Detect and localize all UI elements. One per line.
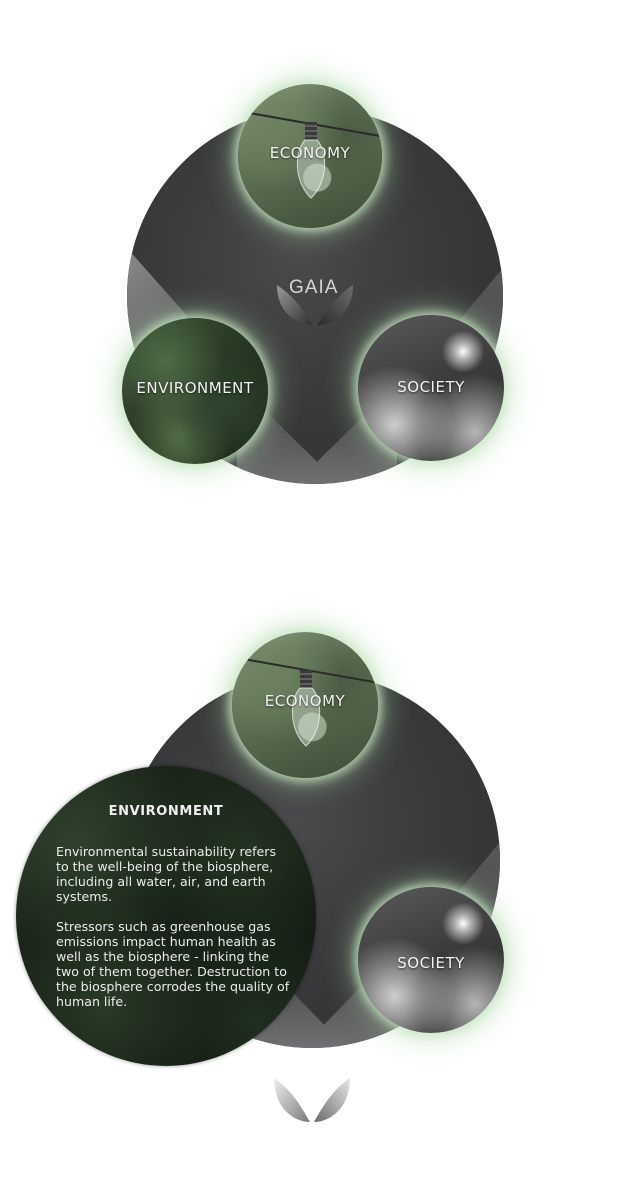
lightbulb-icon (296, 122, 326, 199)
environment-bubble[interactable]: ENVIRONMENT (122, 318, 268, 464)
environment-detail-paragraph-1: Environmental sustainability refers to t… (56, 844, 277, 904)
gaia-leaf-icon (274, 1078, 350, 1122)
environment-detail-heading: ENVIRONMENT (108, 804, 224, 819)
economy-label: ECONOMY (269, 144, 351, 162)
society-bubble[interactable]: SOCIETY (358, 887, 504, 1033)
society-label: SOCIETY (397, 378, 465, 396)
gaia-diagram-expanded: ECONOMY SOCIETY ENVIRONMENT Environmenta… (0, 560, 620, 1202)
environment-label: ENVIRONMENT (136, 379, 254, 397)
economy-label: ECONOMY (264, 692, 346, 710)
environment-detail-card[interactable]: ENVIRONMENT Environmental sustainability… (16, 766, 316, 1066)
gaia-title: GAIA (289, 277, 339, 298)
lightbulb-icon (291, 670, 321, 747)
society-label: SOCIETY (397, 954, 465, 972)
society-bubble[interactable]: SOCIETY (358, 315, 504, 461)
economy-bubble[interactable]: ECONOMY (238, 84, 382, 228)
gaia-leaf-icon (277, 285, 353, 325)
environment-detail-paragraph-2: Stressors such as greenhouse gas emissio… (56, 919, 290, 1009)
economy-bubble[interactable]: ECONOMY (232, 632, 378, 778)
gaia-diagram-collapsed: GAIA ECONOMY ENVIRONMENT SOCI (0, 0, 620, 560)
